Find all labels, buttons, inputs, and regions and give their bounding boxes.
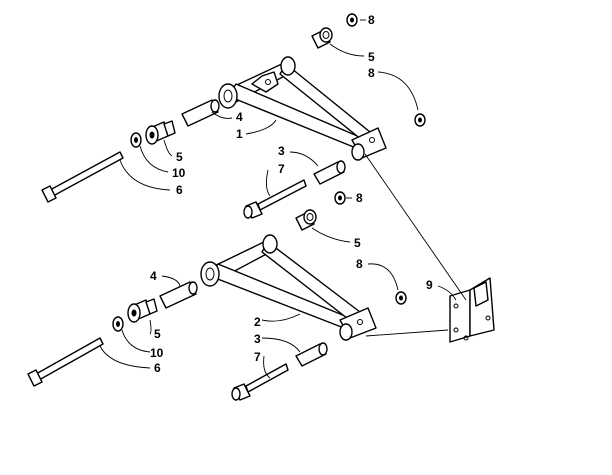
lower-long-bolt	[27, 337, 104, 387]
callout-labels: 4 1 5 10 6 8 5 8 3 7 4 2 5 10 6 8 5 8 3 …	[150, 13, 433, 375]
upper-nut-top	[346, 13, 358, 27]
upper-a-arm	[218, 56, 387, 161]
callout-upper-bushing: 3	[278, 144, 285, 158]
callout-lower-shoulder-left: 5	[154, 327, 161, 341]
callout-upper-long-bolt: 6	[176, 183, 183, 197]
lower-bushing	[295, 342, 328, 367]
lower-sleeve	[159, 281, 198, 309]
callout-lower-long-bolt: 6	[154, 361, 161, 375]
lower-washer	[112, 316, 124, 332]
lower-shoulder-bushing-right	[295, 209, 317, 231]
callout-upper-nut-side: 8	[368, 66, 375, 80]
upper-sleeve	[181, 99, 220, 127]
upper-washer	[130, 132, 142, 148]
callout-upper-short-bolt: 7	[278, 162, 285, 176]
callout-upper-washer: 10	[172, 166, 186, 180]
upper-bushing	[313, 160, 346, 185]
upper-shoulder-bushing-left	[145, 120, 176, 145]
leader-lines	[99, 19, 467, 379]
callout-upper-nut-top: 8	[368, 13, 375, 27]
callout-lower-washer: 10	[150, 346, 164, 360]
upper-short-bolt	[243, 179, 307, 219]
lower-nut-side	[395, 291, 407, 305]
callout-lower-nut-side: 8	[356, 257, 363, 271]
lower-nut-top	[334, 191, 346, 205]
callout-lower-shoulder-right: 5	[354, 236, 361, 250]
lower-shoulder-bushing-left	[127, 298, 158, 323]
callout-lower-arm: 2	[254, 315, 261, 329]
callout-bracket: 9	[426, 278, 433, 292]
callout-lower-short-bolt: 7	[254, 350, 261, 364]
callout-lower-nut-top: 8	[356, 191, 363, 205]
callout-lower-bushing: 3	[254, 332, 261, 346]
mounting-bracket	[449, 277, 495, 343]
upper-long-bolt	[41, 151, 124, 203]
callout-upper-shoulder-left: 5	[176, 150, 183, 164]
callout-upper-arm: 1	[236, 127, 243, 141]
lower-short-bolt	[231, 363, 289, 401]
callout-upper-sleeve: 4	[236, 110, 243, 124]
callout-upper-shoulder-right: 5	[368, 50, 375, 64]
upper-nut-side	[414, 113, 426, 127]
upper-shoulder-bushing-right	[311, 27, 333, 49]
lower-a-arm	[200, 234, 377, 341]
callout-lower-sleeve: 4	[150, 269, 157, 283]
